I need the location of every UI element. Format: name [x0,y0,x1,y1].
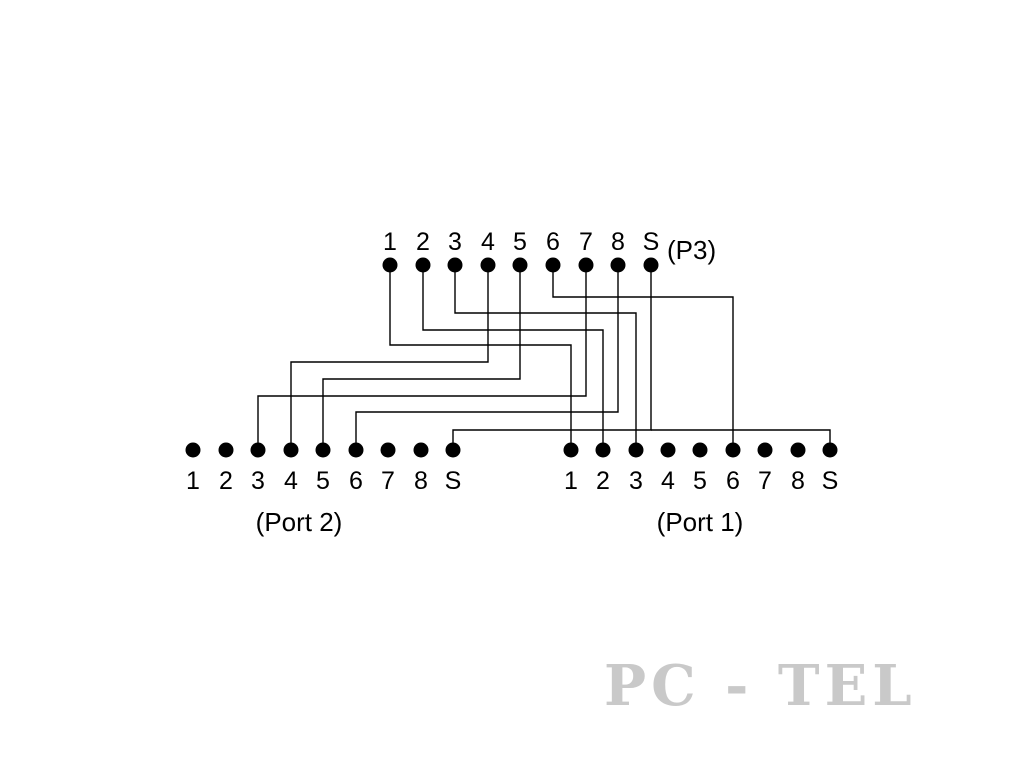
p3-pin-4-label: 4 [481,228,495,256]
port2-pin-3-dot [250,442,266,458]
port1-pin-7-dot [757,442,773,458]
wire-P3-8-to-Port2-6 [355,265,619,450]
port1-pin-3-label: 3 [629,467,643,495]
p3-pin-5-label: 5 [513,228,527,256]
p3-pin-6-dot [545,257,561,273]
port1-pin-4-label: 4 [661,467,675,495]
port2-pin-S-label: S [445,467,462,495]
p3-pin-1-dot [382,257,398,273]
wire-P3-S-to-Port2-S [452,265,652,450]
port2-pin-1-dot [185,442,201,458]
port2-pin-7-dot [380,442,396,458]
p3-pin-7-dot [578,257,594,273]
p3-pin-3-dot [447,257,463,273]
port1-pin-6-dot [725,442,741,458]
port2-pin-6-dot [348,442,364,458]
wire-P3-7-to-Port2-3 [257,265,587,450]
port2-pin-2-dot [218,442,234,458]
wire-P3-6-to-Port1-6 [552,265,734,450]
pc-tel-watermark: PC - TEL [604,653,917,719]
port1-pin-8-dot [790,442,806,458]
port2-pin-7-label: 7 [381,467,395,495]
wire-P3-3-to-Port1-3 [454,265,637,450]
p3-pin-7-label: 7 [579,228,593,256]
port2-pin-6-label: 6 [349,467,363,495]
port1-pin-2-label: 2 [596,467,610,495]
port1-pin-S-dot [822,442,838,458]
p3-pin-8-label: 8 [611,228,625,256]
p3-connector-label: (P3) [667,235,716,265]
port2-pin-8-dot [413,442,429,458]
port1-pin-3-dot [628,442,644,458]
port1-connector-label: (Port 1) [657,507,744,537]
port2-pin-4-dot [283,442,299,458]
port1-pin-6-label: 6 [726,467,740,495]
port2-pin-2-label: 2 [219,467,233,495]
p3-pin-S-dot [643,257,659,273]
p3-pin-4-dot [480,257,496,273]
port2-pin-8-label: 8 [414,467,428,495]
wire-P3-2-to-Port1-2 [422,265,604,450]
port1-pin-2-dot [595,442,611,458]
p3-pin-2-label: 2 [416,228,430,256]
port2-pin-S-dot [445,442,461,458]
port2-pin-4-label: 4 [284,467,298,495]
wire-P3-4-to-Port2-4 [290,265,489,450]
p3-pin-8-dot [610,257,626,273]
port1-pin-1-dot [563,442,579,458]
port1-pin-5-label: 5 [693,467,707,495]
port2-pin-5-dot [315,442,331,458]
port1-pin-5-dot [692,442,708,458]
p3-pin-2-dot [415,257,431,273]
wire-P3-1-to-Port1-1 [389,265,572,450]
p3-pin-S-label: S [643,228,660,256]
port2-pin-1-label: 1 [186,467,200,495]
port1-pin-8-label: 8 [791,467,805,495]
port1-pin-S-label: S [822,467,839,495]
p3-pin-5-dot [512,257,528,273]
port2-connector-label: (Port 2) [256,507,343,537]
port2-pin-3-label: 3 [251,467,265,495]
port1-pin-7-label: 7 [758,467,772,495]
p3-pin-6-label: 6 [546,228,560,256]
wire-P3-5-to-Port2-5 [322,265,521,450]
port2-pin-5-label: 5 [316,467,330,495]
p3-pin-3-label: 3 [448,228,462,256]
p3-pin-1-label: 1 [383,228,397,256]
port1-pin-1-label: 1 [564,467,578,495]
port1-pin-4-dot [660,442,676,458]
